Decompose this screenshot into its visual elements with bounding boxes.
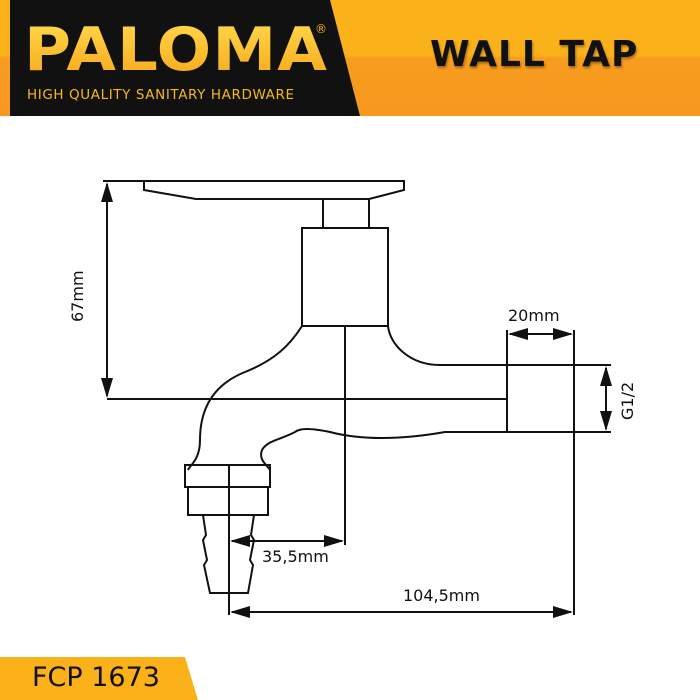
logo-background bbox=[10, 0, 360, 116]
spout-outer bbox=[187, 325, 303, 471]
header-banner: PALOMA ® HIGH QUALITY SANITARY HARDWARE … bbox=[0, 0, 700, 116]
dim-label-thread: G1/2 bbox=[618, 381, 637, 420]
model-code: FCP 1673 bbox=[32, 662, 160, 693]
body-top-right bbox=[387, 325, 507, 366]
tap-stem bbox=[322, 198, 370, 229]
dim-label-inlet: 20mm bbox=[508, 306, 560, 325]
tap-body-upper bbox=[301, 227, 389, 327]
model-tag-background bbox=[0, 657, 198, 700]
registered-mark: ® bbox=[315, 22, 327, 36]
nut-upper bbox=[184, 464, 271, 488]
brand-tagline: HIGH QUALITY SANITARY HARDWARE bbox=[27, 87, 295, 103]
brand-logo: PALOMA bbox=[24, 15, 329, 85]
dim-label-total: 104,5mm bbox=[403, 586, 480, 605]
inlet-connector bbox=[506, 364, 575, 433]
dim-label-offset: 35,5mm bbox=[262, 547, 329, 566]
product-title: WALL TAP bbox=[430, 34, 639, 75]
body-bottom bbox=[260, 428, 507, 471]
tap-handle bbox=[143, 180, 405, 200]
dim-label-height: 67mm bbox=[68, 270, 87, 322]
